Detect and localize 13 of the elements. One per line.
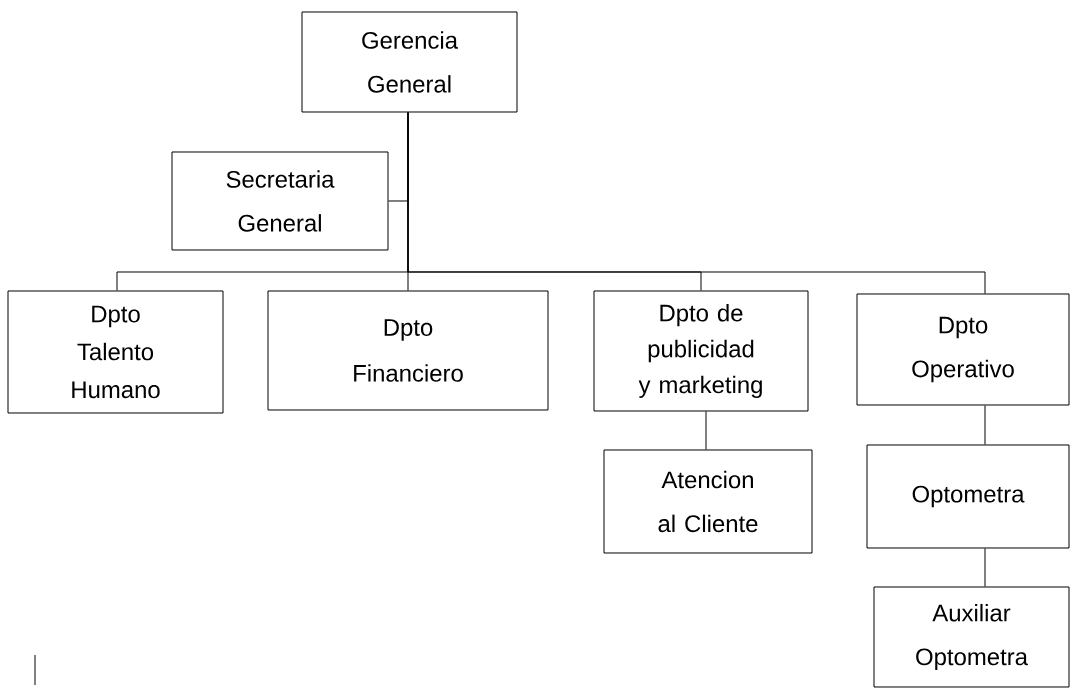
- org-box: Dpto Talento Humano: [7, 290, 224, 414]
- org-box: Dpto Financiero: [267, 290, 549, 411]
- org-box: Dpto Operativo: [856, 293, 1070, 406]
- org-box: Gerencia General: [301, 11, 518, 113]
- org-box: Secretaria General: [171, 151, 389, 251]
- connector-line: [407, 112, 986, 294]
- org-box: Dpto de publicidad y marketing: [593, 290, 809, 412]
- org-box: Optometra: [866, 444, 1070, 549]
- connector-line: [984, 548, 986, 587]
- org-box: Atencion al Cliente: [603, 449, 813, 554]
- connector-line: [705, 411, 707, 450]
- org-box: Auxiliar Optometra: [873, 586, 1070, 688]
- connector-line: [984, 405, 986, 445]
